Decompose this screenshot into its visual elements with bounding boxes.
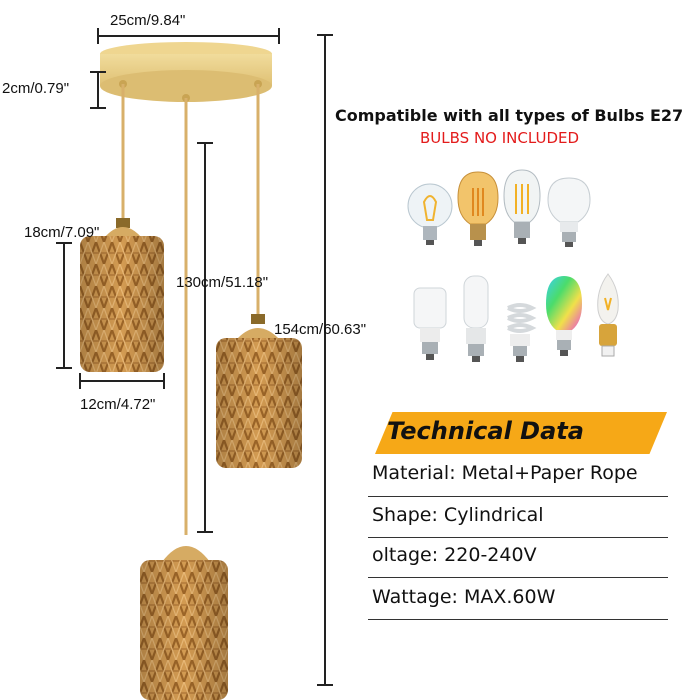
corn-led-bulb-icon: [413, 287, 447, 360]
banner-background: [375, 412, 667, 454]
rgb-smart-bulb-icon: [546, 276, 582, 356]
rattan-shade-left: [80, 218, 164, 372]
total-length-label: 154cm/60.63": [274, 321, 367, 338]
bulb-grid: [400, 160, 700, 370]
canopy-height-label: 2cm/0.79": [2, 80, 70, 97]
spec-material: Material: Metal+Paper Rope: [372, 462, 638, 484]
spec-divider: [368, 577, 668, 578]
pendant-cords: [121, 84, 260, 535]
spiral-cfl-bulb-icon: [507, 303, 537, 362]
canopy-width-label: 25cm/9.84": [110, 12, 186, 29]
technical-data-title: Technical Data: [387, 417, 584, 445]
a19-led-bulb-icon: [547, 177, 591, 247]
compatibility-title: Compatible with all types of Bulbs E27: [335, 106, 684, 125]
tube-led-bulb-icon: [463, 275, 489, 362]
spec-wattage: Wattage: MAX.60W: [372, 586, 556, 608]
spec-shape: Shape: Cylindrical: [372, 504, 544, 526]
ceiling-canopy: [100, 42, 272, 102]
rattan-shade-right: [216, 314, 302, 468]
spec-divider: [368, 496, 668, 497]
rattan-shade-bottom: [140, 546, 228, 700]
technical-data-banner: Technical Data: [375, 412, 667, 454]
shade-height-label: 18cm/7.09": [24, 224, 100, 241]
candle-gold-bulb-icon: [597, 273, 619, 357]
edison-amber-bulb-icon: [457, 171, 499, 246]
shade-width-label: 12cm/4.72": [80, 396, 156, 413]
bulbs-not-included-note: BULBS NO INCLUDED: [420, 129, 580, 147]
spec-divider: [368, 619, 668, 620]
spec-voltage: oltage: 220-240V: [372, 544, 537, 566]
globe-filament-bulb-icon: [407, 183, 453, 245]
cord-length-label: 130cm/51.18": [176, 274, 269, 291]
st64-filament-bulb-icon: [503, 169, 541, 244]
spec-divider: [368, 537, 668, 538]
dimension-lines: [56, 28, 333, 686]
